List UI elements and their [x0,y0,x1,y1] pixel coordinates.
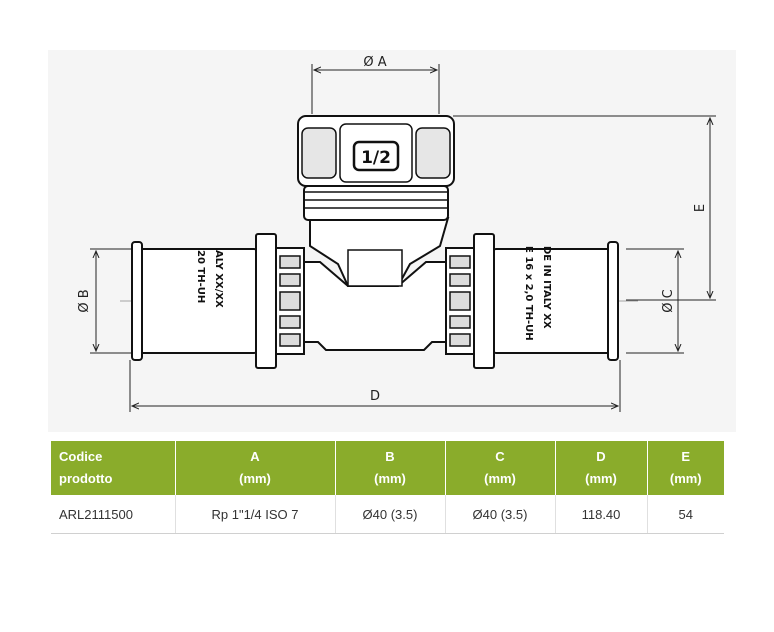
table-row: ARL2111500 Rp 1"1/4 ISO 7 Ø40 (3.5) Ø40 … [51,495,724,534]
cell-c: Ø40 (3.5) [444,495,555,534]
pipe-marking-right-1: E 16 x 2,0 TH-UH [523,246,534,341]
dimension-b [90,248,138,354]
header-a: A (mm) [174,441,335,495]
pipe-marking-left-1: 20 TH-UH [195,250,206,303]
header-product-code: Codice prodotto [51,441,175,495]
dimension-a [311,64,440,114]
outlet-size-badge [352,140,400,172]
collar-ribs [279,249,471,347]
cell-e: 54 [646,495,724,534]
header-e: E (mm) [646,441,724,495]
cell-b: Ø40 (3.5) [334,495,445,534]
right-press-sleeve [491,248,619,354]
dimension-d [129,360,621,412]
header-c: C (mm) [444,441,555,495]
header-b: B (mm) [334,441,445,495]
dim-label-d: D [370,389,380,404]
dimension-c [626,248,684,354]
outlet-size-marking: 1/2 [361,148,391,168]
header-d: D (mm) [554,441,647,495]
cell-d: 118.40 [554,495,647,534]
dimension-e [453,115,716,301]
pipe-marking-left-2: ALY XX/XX [213,250,224,308]
pipe-marking-right-2: DE IN ITALY XX [541,246,552,329]
dim-label-a: Ø A [363,55,386,70]
dim-label-b: Ø B [77,289,92,312]
specification-table: Codice prodotto A (mm) B (mm) C (mm) D (… [51,441,724,534]
dim-label-e: E [693,204,708,212]
dim-label-c: Ø C [661,289,676,312]
fitting-technical-drawing: Ø A Ø B Ø C D E [77,55,716,412]
cell-product-code: ARL2111500 [51,495,175,534]
cell-a: Rp 1"1/4 ISO 7 [174,495,335,534]
table-header-row: Codice prodotto A (mm) B (mm) C (mm) D (… [51,441,724,495]
technical-drawing-area: Ø A Ø B Ø C D E [48,50,736,432]
left-press-sleeve [131,248,259,354]
